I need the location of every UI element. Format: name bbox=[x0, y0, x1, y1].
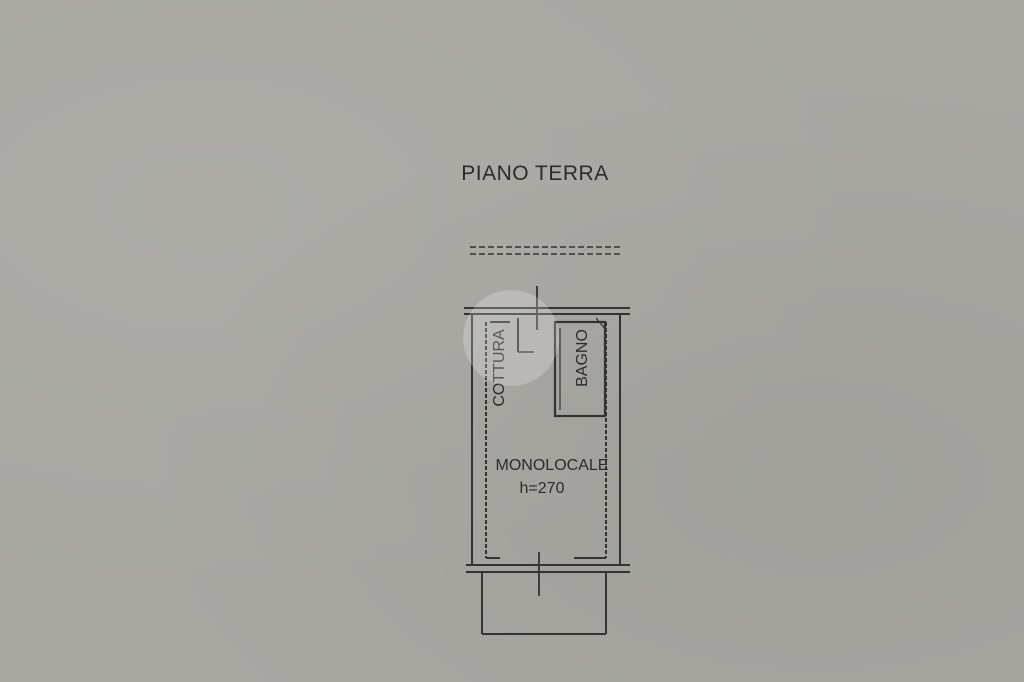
room-label-bathroom: BAGNO bbox=[574, 329, 591, 387]
dashed-reference-lines bbox=[470, 246, 622, 255]
kitchen-partition bbox=[490, 318, 534, 353]
floor-title: PIANO TERRA bbox=[461, 162, 608, 185]
watermark-circle bbox=[463, 290, 559, 386]
room-label-kitchen: COTTURA bbox=[491, 329, 508, 407]
room-height-label: h=270 bbox=[520, 480, 565, 497]
exterior-patio bbox=[481, 572, 607, 635]
outer-walls bbox=[464, 307, 630, 573]
room-label-main: MONOLOCALE bbox=[496, 457, 609, 474]
bathroom-walls bbox=[553, 317, 607, 418]
